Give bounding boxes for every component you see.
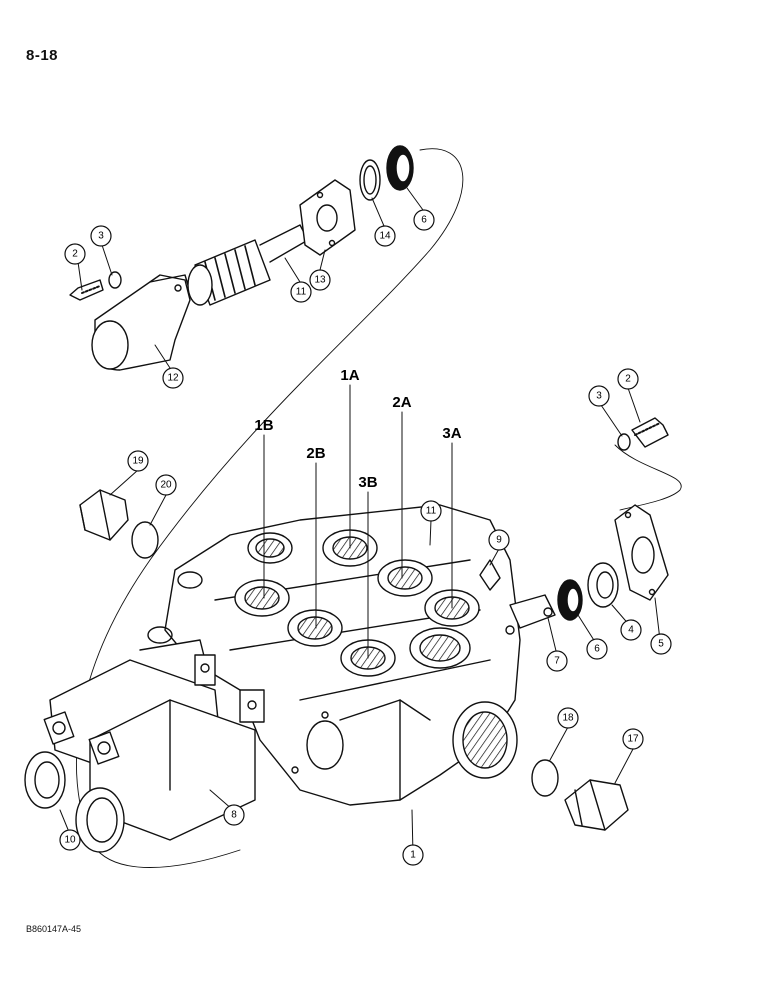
work-ports [147, 529, 480, 677]
callout-2-top: 2 [64, 243, 86, 265]
callout-17: 17 [622, 728, 644, 750]
callout-11-top: 11 [290, 281, 312, 303]
bolt-leader-line [614, 444, 682, 511]
svg-text:18: 18 [562, 713, 574, 724]
washer-14 [359, 159, 381, 201]
o-ring-20 [131, 521, 159, 559]
washer-4 [587, 562, 619, 608]
svg-text:2: 2 [72, 249, 78, 260]
callout-18: 18 [557, 707, 579, 729]
port-label-1a: 1A [340, 367, 359, 384]
svg-text:3: 3 [596, 391, 602, 402]
callout-5: 5 [650, 633, 672, 655]
callout-2-right: 2 [617, 368, 639, 390]
port-2a [377, 559, 433, 597]
svg-text:10: 10 [64, 835, 76, 846]
callout-leaders [59, 187, 661, 856]
svg-text:19: 19 [132, 456, 144, 467]
svg-text:13: 13 [314, 275, 326, 286]
svg-text:4: 4 [628, 625, 634, 636]
port-label-3b: 3B [358, 474, 377, 491]
callouts: 1 2 2 3 3 4 5 6 6 7 8 9 10 11 11 12 13 1… [59, 209, 672, 866]
spool-end-9 [479, 559, 501, 591]
callout-11-body: 11 [420, 500, 442, 522]
svg-text:7: 7 [554, 656, 560, 667]
plate-13 [299, 179, 356, 256]
svg-text:11: 11 [426, 506, 437, 517]
svg-text:17: 17 [627, 734, 639, 745]
plug-19 [79, 489, 129, 541]
callout-3-top: 3 [90, 225, 112, 247]
page-number: 8-18 [26, 47, 59, 64]
callout-9: 9 [488, 529, 510, 551]
svg-text:12: 12 [167, 373, 179, 384]
o-ring-18 [531, 759, 559, 797]
bolt-2-right [631, 417, 669, 448]
figure-code: B860147A-45 [26, 924, 82, 934]
port-label-2b: 2B [306, 445, 325, 462]
lockwasher-3-top [108, 271, 122, 289]
port-2b [287, 609, 343, 647]
port-label-2a: 2A [392, 394, 411, 411]
callout-8: 8 [223, 804, 245, 826]
svg-text:1: 1 [410, 850, 416, 861]
bolt-2-top [69, 279, 104, 301]
callout-12: 12 [162, 367, 184, 389]
svg-text:6: 6 [594, 644, 600, 655]
callout-6-top: 6 [413, 209, 435, 231]
callout-3-right: 3 [588, 385, 610, 407]
callout-14: 14 [374, 225, 396, 247]
callout-4: 4 [620, 619, 642, 641]
svg-text:3: 3 [98, 231, 104, 242]
seal-6-top [386, 145, 414, 191]
svg-text:8: 8 [231, 810, 237, 821]
bellows-boot-11 [187, 224, 309, 306]
assembly-leader-line [76, 148, 464, 868]
callout-13: 13 [309, 269, 331, 291]
port-label-3a: 3A [442, 425, 461, 442]
callout-7: 7 [546, 650, 568, 672]
callout-1: 1 [402, 844, 424, 866]
solenoid-assembly-8 [24, 639, 265, 853]
callout-20: 20 [155, 474, 177, 496]
svg-text:20: 20 [160, 480, 172, 491]
callout-6-right: 6 [586, 638, 608, 660]
port-label-1b: 1B [254, 417, 273, 434]
plug-17 [564, 779, 629, 831]
spool-end-7 [509, 594, 556, 629]
svg-text:11: 11 [296, 287, 307, 298]
svg-text:5: 5 [658, 639, 664, 650]
svg-text:6: 6 [421, 215, 427, 226]
svg-text:9: 9 [496, 535, 502, 546]
callout-19: 19 [127, 450, 149, 472]
solenoid-cover-12 [91, 274, 191, 371]
lockwasher-3-right [617, 433, 631, 451]
svg-text:2: 2 [625, 374, 631, 385]
plate-5 [614, 504, 669, 601]
seal-6-right [557, 579, 583, 621]
callout-10: 10 [59, 829, 81, 851]
svg-text:14: 14 [379, 231, 391, 242]
port-label-leaders [263, 384, 453, 659]
port-1b [234, 579, 290, 617]
port-labels: 1A 1B 2A 2B 3A 3B [254, 367, 461, 491]
